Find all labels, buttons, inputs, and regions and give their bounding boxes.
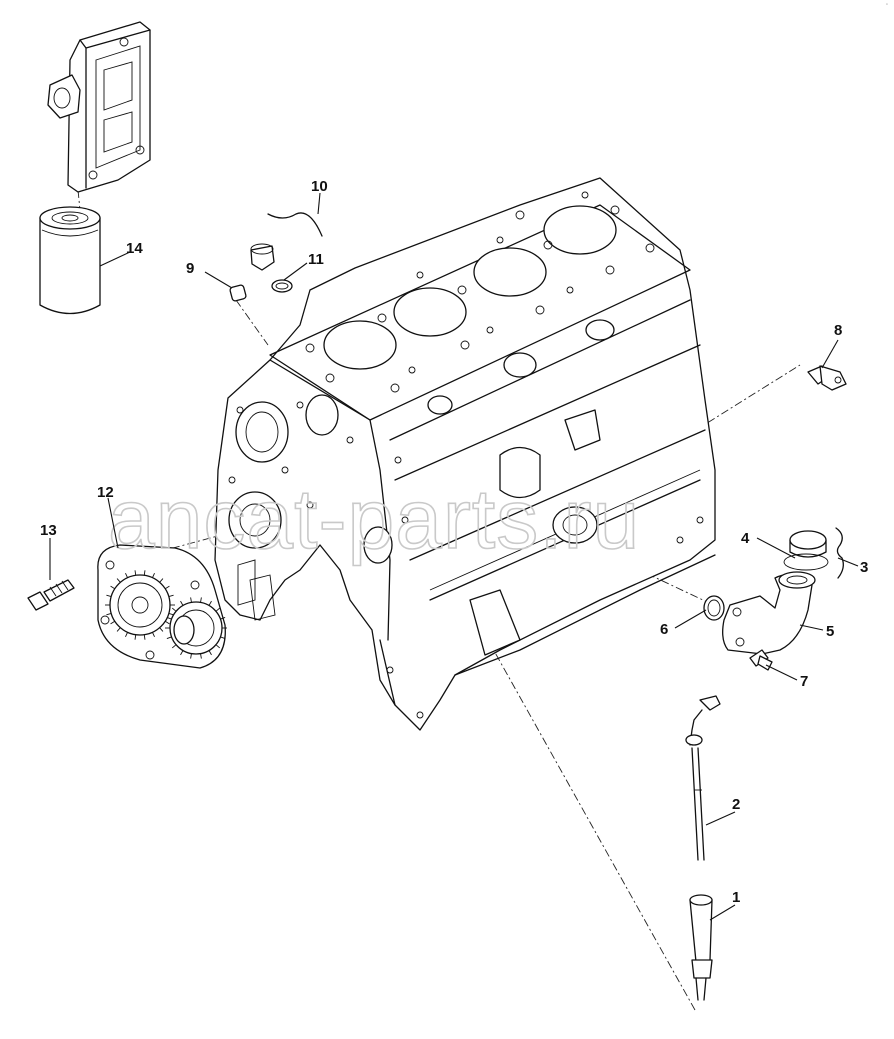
callout-13: 13 — [40, 522, 57, 539]
gear-tooth — [166, 636, 172, 640]
gear-tooth — [220, 616, 226, 620]
oil-filter-cartridge — [39, 206, 101, 315]
gear-tooth — [180, 600, 184, 606]
callout-10: 10 — [311, 178, 328, 195]
gear-tooth — [116, 627, 121, 632]
gear-tooth — [134, 570, 137, 576]
callout-7: 7 — [800, 673, 808, 690]
gear-tooth — [190, 653, 192, 659]
gear-tooth — [159, 627, 164, 632]
gear-tooth — [152, 572, 155, 578]
gear-tooth — [215, 644, 221, 649]
pump-bolt — [27, 579, 75, 611]
gear-tooth — [208, 600, 212, 606]
callout-4: 4 — [741, 530, 750, 547]
gear-tooth — [143, 634, 146, 640]
leader-lines — [49, 192, 859, 921]
gear-tooth — [220, 636, 226, 640]
callout-2: 2 — [732, 796, 740, 813]
gear-tooth — [134, 634, 137, 640]
oil-pump — [97, 544, 227, 669]
callout-12: 12 — [97, 484, 114, 501]
gear-tooth — [200, 653, 202, 659]
gear-tooth — [106, 594, 112, 597]
gear-tooth — [168, 594, 174, 597]
callout-9: 9 — [186, 260, 194, 277]
gear-tooth — [200, 597, 202, 603]
gear-tooth — [152, 632, 155, 638]
gear-tooth — [215, 607, 221, 612]
plug-and-washer — [229, 212, 323, 302]
gear-tooth — [164, 620, 170, 625]
oil-filter-head — [47, 21, 151, 193]
gear-tooth — [164, 585, 170, 590]
gear-tooth — [159, 578, 164, 583]
gear-tooth — [171, 644, 177, 649]
gear-tooth — [180, 650, 184, 656]
callout-11: 11 — [308, 251, 324, 268]
gear-tooth — [143, 570, 146, 576]
callout-8: 8 — [834, 322, 842, 339]
watermark: ancat-parts.ru — [108, 472, 640, 566]
callout-3: 3 — [860, 559, 868, 576]
dipstick — [685, 695, 721, 861]
callout-1: 1 — [732, 889, 740, 906]
gear-tooth — [166, 616, 172, 620]
callout-5: 5 — [826, 623, 834, 640]
pressure-sensor — [807, 365, 847, 391]
callout-6: 6 — [660, 621, 668, 638]
gear-tooth — [125, 632, 128, 638]
callout-14: 14 — [126, 240, 143, 257]
engine-block — [214, 177, 716, 731]
gear-tooth — [190, 597, 192, 603]
corner-mark: ▫ — [885, 2, 888, 8]
oil-filler-assembly — [703, 527, 844, 671]
gear-tooth — [168, 613, 174, 616]
callout-labels: 1 2 3 4 5 6 7 8 9 10 11 12 13 14 — [40, 178, 868, 906]
gear-tooth — [106, 613, 112, 616]
gear-tooth — [110, 620, 116, 625]
gear-tooth — [208, 650, 212, 656]
gear-tooth — [110, 585, 116, 590]
gear-tooth — [116, 578, 121, 583]
gear-tooth — [171, 607, 177, 612]
gear-tooth — [125, 572, 128, 578]
dipstick-tube — [689, 894, 713, 1001]
